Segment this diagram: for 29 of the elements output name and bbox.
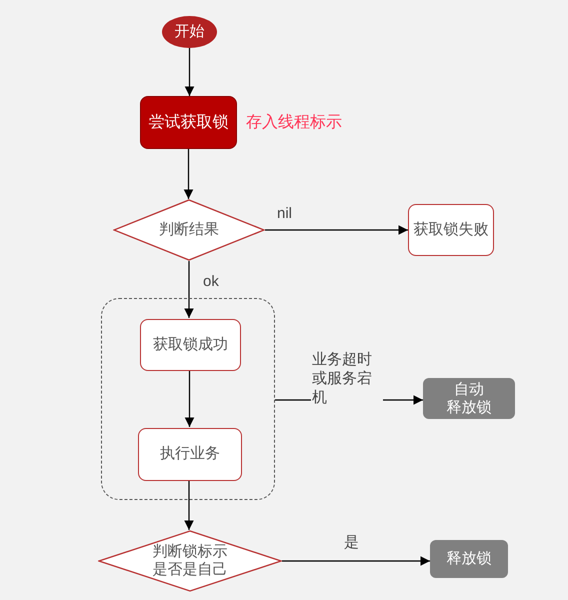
node-text: 开始 xyxy=(174,22,204,42)
edge-label: 是 xyxy=(343,533,360,552)
start-ellipse xyxy=(162,16,217,48)
arrow xyxy=(184,261,194,318)
arrow xyxy=(184,480,194,530)
dashed-group-box xyxy=(101,298,275,500)
arrow xyxy=(282,556,430,566)
node-text: 获取锁成功 xyxy=(153,334,228,355)
decision-diamond xyxy=(113,199,265,261)
arrow xyxy=(265,225,408,235)
decision-diamond xyxy=(98,530,282,592)
edge-label: 业务超时或服务宕机 xyxy=(311,350,383,407)
process-box xyxy=(430,540,508,578)
arrow xyxy=(184,370,194,427)
arrow xyxy=(184,48,194,96)
process-box xyxy=(408,204,494,256)
node-text: 判断结果 xyxy=(159,220,219,240)
process-box xyxy=(423,378,515,419)
arrow xyxy=(184,149,194,199)
node-text: 自动 xyxy=(454,380,484,398)
node-text: 执行业务 xyxy=(160,444,220,464)
process-box xyxy=(138,428,242,481)
node-text: 释放锁 xyxy=(446,548,492,569)
node-text: 尝试获取锁 xyxy=(148,112,228,132)
node-text: 判断锁标示是否是自己 xyxy=(152,543,228,579)
node-text: 获取锁失败 xyxy=(414,220,488,240)
process-box xyxy=(140,319,241,371)
node-text: 释放锁 xyxy=(446,398,492,416)
annotation-text: 存入线程标示 xyxy=(246,112,342,132)
